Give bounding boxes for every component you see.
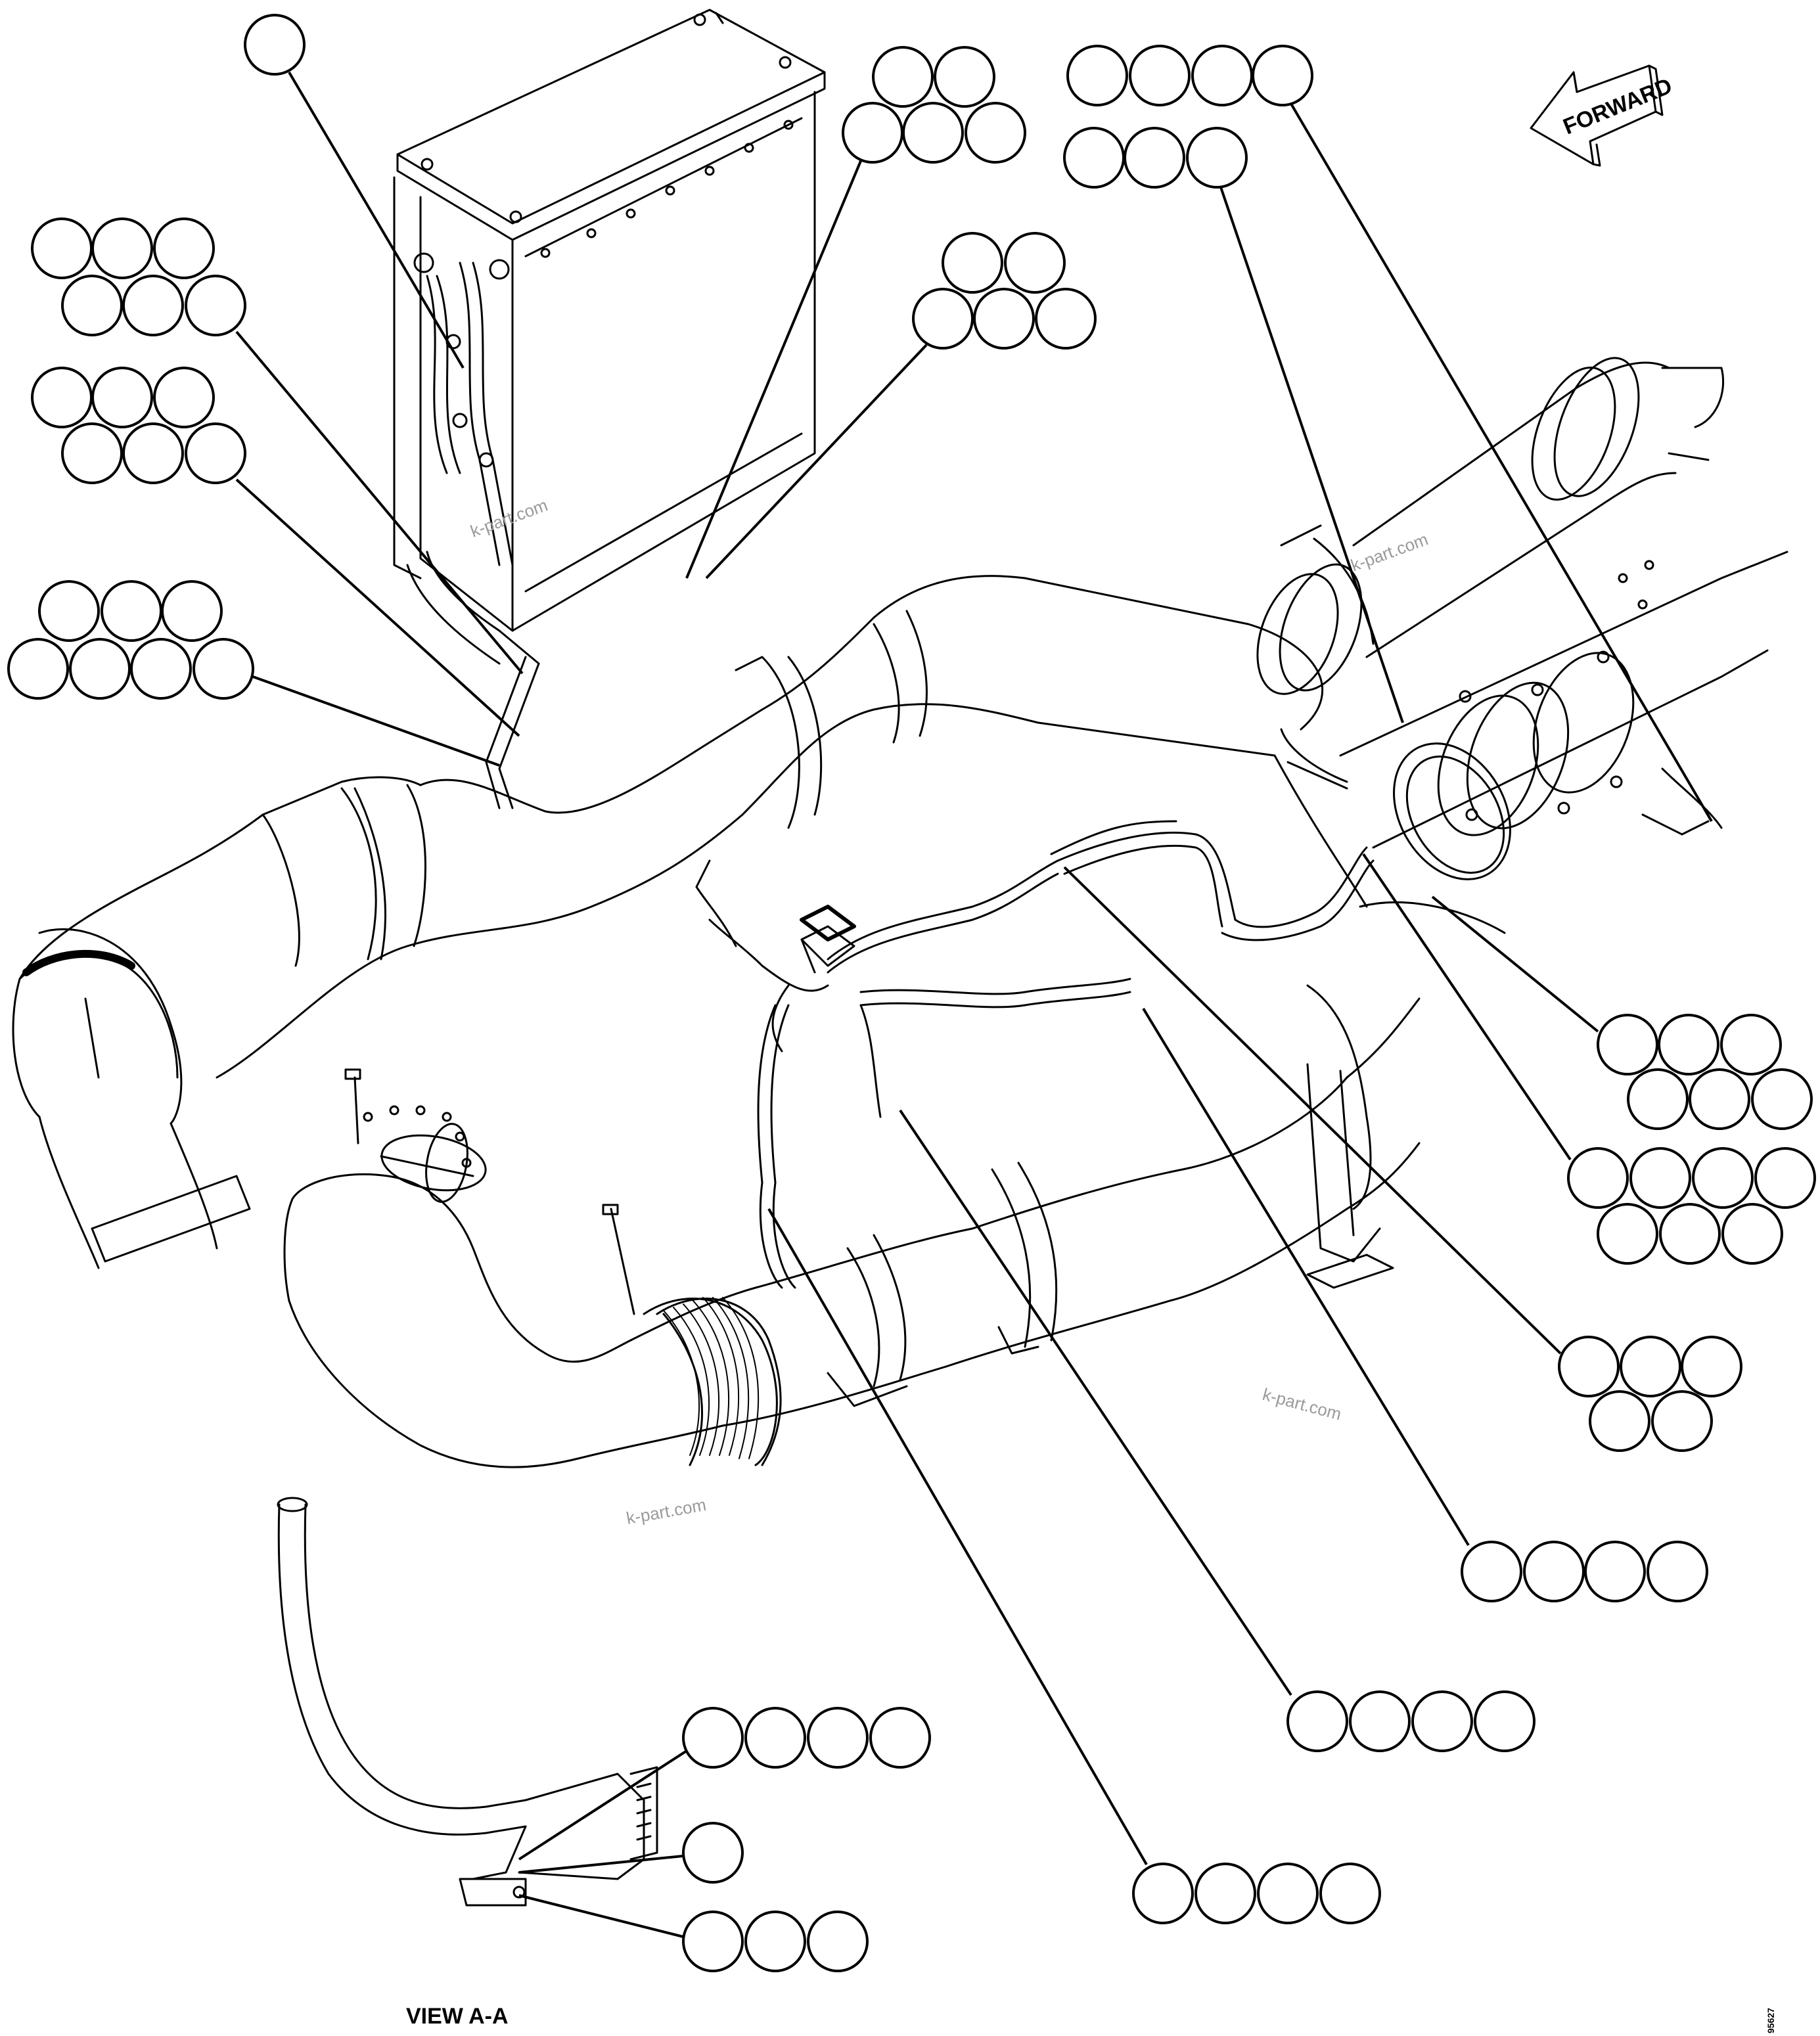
watermark-2: k-part.com: [1348, 529, 1431, 575]
forward-arrow: [1530, 64, 1664, 167]
callout-group-2: [685, 46, 1026, 579]
callout-group-8: [7, 580, 500, 767]
callout-group-17: [518, 1894, 869, 1972]
lower-duct: [283, 984, 1421, 1468]
view-label: VIEW A-A: [406, 2004, 509, 2029]
watermark-3: k-part.com: [1260, 1384, 1343, 1424]
callout-group-10: [1362, 853, 1816, 1265]
drawing-number: 95627: [1765, 2008, 1776, 2033]
callout-group-16: [518, 1822, 744, 1884]
watermark-1: k-part.com: [468, 495, 551, 541]
callout-group-7: [31, 367, 520, 737]
view-aa-detail: [277, 1497, 658, 1907]
callout-group-14: [767, 1208, 1381, 1924]
wiring-harness: [695, 820, 1375, 1289]
callout-group-6: [705, 232, 1097, 579]
callout-group-9: [1431, 895, 1813, 1130]
callout-group-15: [518, 1707, 931, 1861]
upper-duct: [12, 575, 1323, 1269]
right-pipes: [1256, 357, 1788, 934]
watermark-4: k-part.com: [625, 1495, 708, 1528]
line-art: [12, 9, 1788, 1907]
callout-group-12: [1142, 1007, 1708, 1602]
callout-group-13: [899, 1109, 1536, 1752]
callout-group-4: [1063, 127, 1404, 723]
callout-group-3: [1066, 45, 1713, 823]
callout-group-5: [31, 217, 524, 675]
control-box: [393, 9, 826, 809]
